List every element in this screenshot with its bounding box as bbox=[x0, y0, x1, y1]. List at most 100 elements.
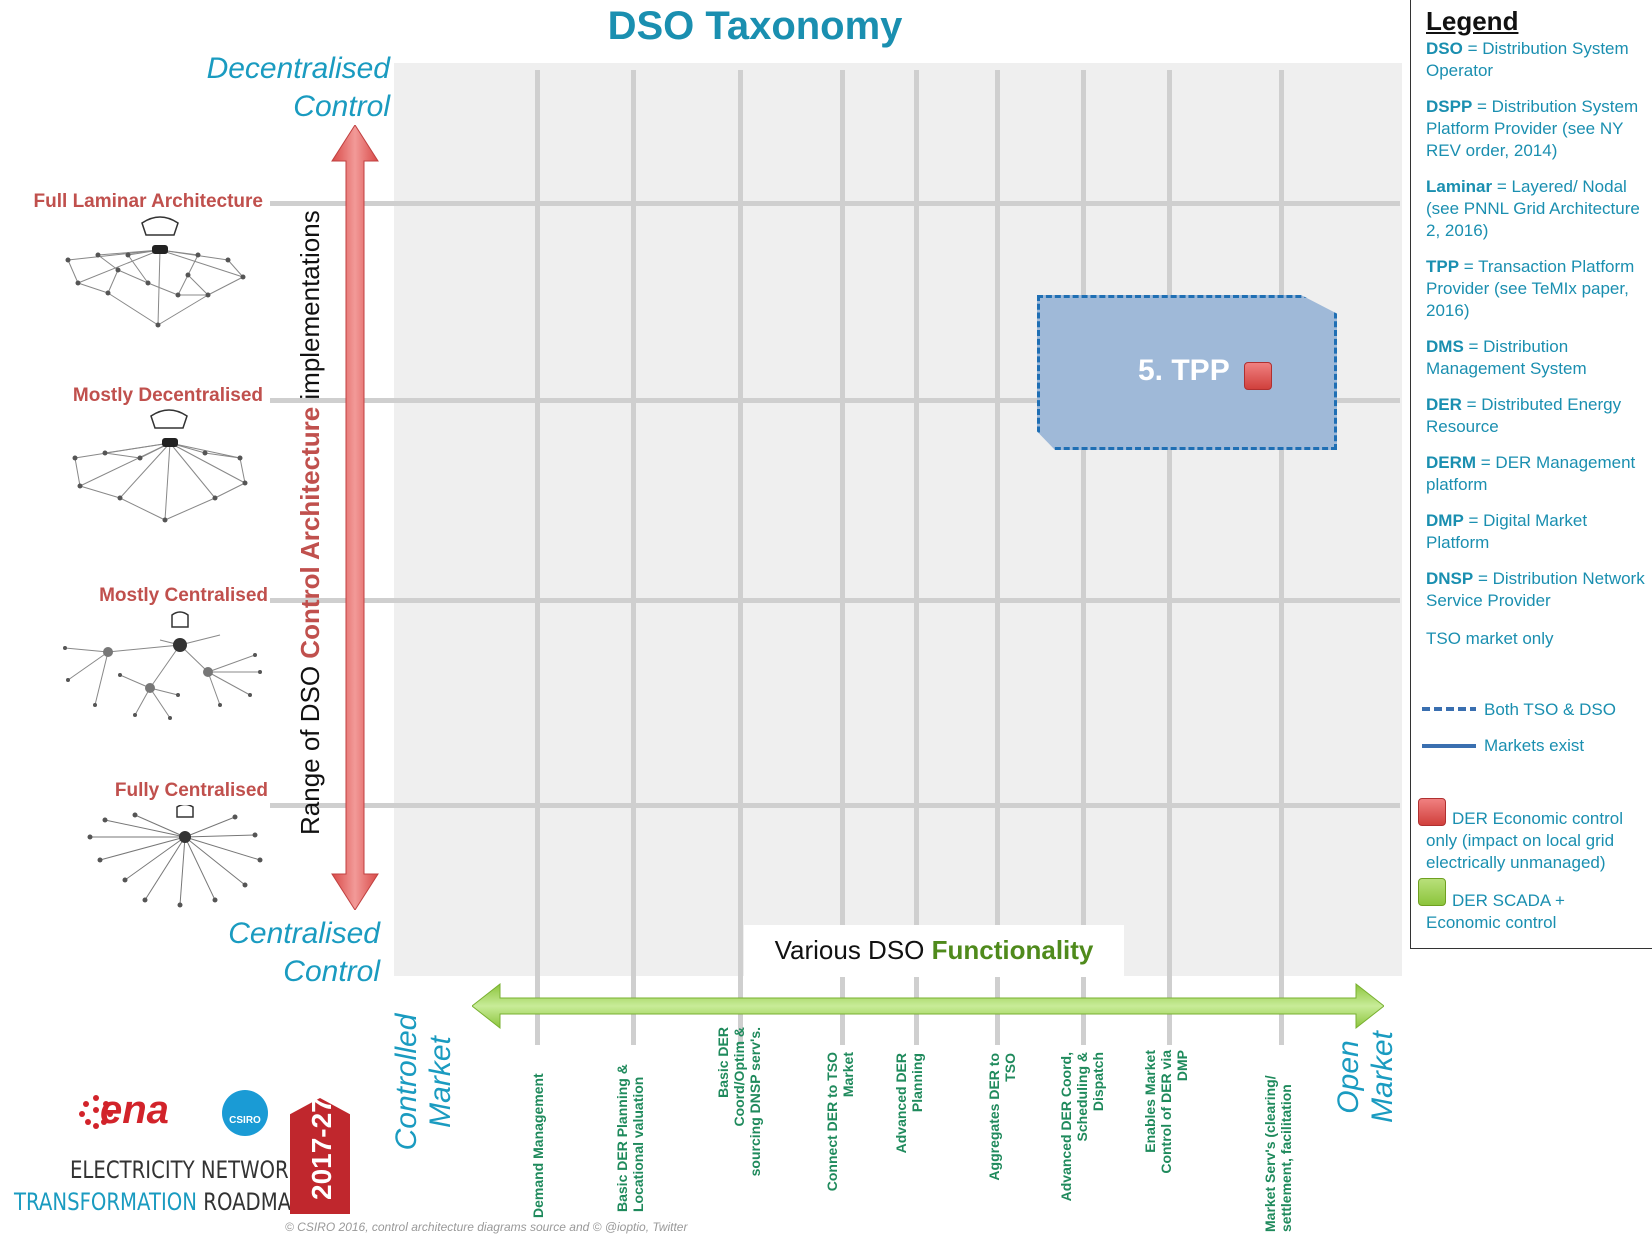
func-label-connect-der-tso: Connect DER to TSO Market bbox=[824, 1052, 856, 1212]
years-text: 2017-27 bbox=[306, 1097, 337, 1200]
grid-line-v bbox=[738, 70, 743, 1045]
legend-term: DMP bbox=[1426, 511, 1464, 530]
legend-def: = DER Management platform bbox=[1426, 453, 1636, 494]
row-label-mostly-centralised: Mostly Centralised bbox=[99, 585, 268, 606]
func-label-basic-der-coord: Basic DER Coord/Optim & sourcing DNSP se… bbox=[715, 1027, 763, 1212]
row-label-full-laminar: Full Laminar Architecture bbox=[33, 191, 263, 212]
grid-line-v bbox=[1279, 70, 1284, 1045]
control-text: Control bbox=[283, 955, 380, 988]
grid-line-v bbox=[631, 70, 636, 1045]
legend-entry-tpp: TPP = Transaction Platform Provider (see… bbox=[1426, 256, 1652, 322]
tpp-scenario-label: 5. TPP bbox=[1138, 354, 1230, 387]
grid-line-h bbox=[270, 803, 1400, 808]
market-text: Market bbox=[1366, 1031, 1399, 1123]
y-axis-title-highlight: Control Architecture bbox=[295, 406, 325, 659]
legend-red-desc: DER Economic control only (impact on loc… bbox=[1426, 809, 1624, 872]
fully-centralised-network-icon bbox=[87, 805, 263, 908]
legend-entry-dnsp: DNSP = Distribution Network Service Prov… bbox=[1426, 568, 1652, 612]
func-label-line: DMP bbox=[1174, 1050, 1190, 1082]
func-label-line: Planning bbox=[909, 1053, 925, 1113]
controlled-text: Controlled bbox=[390, 1013, 423, 1151]
legend-term: TPP bbox=[1426, 257, 1460, 276]
controlled-market-label: Controlled Market bbox=[390, 1002, 458, 1162]
centralised-text: Centralised bbox=[228, 917, 380, 950]
ena-logo-icon bbox=[79, 1095, 113, 1129]
legend-both-tso-dso: Both TSO & DSO bbox=[1484, 700, 1616, 719]
legend-term: DNSP bbox=[1426, 569, 1474, 588]
x-axis-title-prefix: Various DSO bbox=[774, 935, 932, 965]
y-axis-title-suffix: implementations bbox=[295, 210, 325, 407]
func-label-basic-der-planning: Basic DER Planning & Locational valuatio… bbox=[614, 1064, 646, 1212]
legend-panel bbox=[1410, 0, 1652, 949]
legend-term: Laminar bbox=[1426, 177, 1493, 196]
grid-line-v bbox=[840, 70, 845, 1045]
y-axis-title-prefix: Range of DSO bbox=[295, 658, 325, 835]
roadmap-line-1: ELECTRICITY NETWORK bbox=[70, 1156, 302, 1184]
control-text: Control bbox=[293, 90, 390, 123]
laminar-network-icon bbox=[65, 216, 246, 328]
legend-markets-exist: Markets exist bbox=[1484, 736, 1585, 755]
legend-def: = Layered/ Nodal (see PNNL Grid Architec… bbox=[1426, 177, 1640, 240]
roadmap-word-roadmap: ROADMAP bbox=[197, 1188, 304, 1216]
legend-term: DSPP bbox=[1426, 97, 1473, 116]
open-text: Open bbox=[1332, 1040, 1365, 1114]
decentralised-text: Decentralised bbox=[206, 52, 390, 85]
func-label-line: TSO bbox=[1002, 1053, 1018, 1082]
mostly-centralised-network-icon bbox=[63, 611, 262, 720]
legend-def: = Digital Market Platform bbox=[1426, 511, 1588, 552]
y-axis-title: Range of DSO Control Architecture implem… bbox=[295, 210, 326, 835]
legend-entry-dms: DMS = Distribution Management System bbox=[1426, 336, 1652, 380]
grid-line-v bbox=[914, 70, 919, 1045]
func-label-market-services: Market Serv's (clearing/ settlement, fac… bbox=[1262, 1075, 1294, 1232]
grid-line-h bbox=[270, 201, 1400, 206]
dashed-line-icon bbox=[1422, 707, 1476, 711]
market-text: Market bbox=[424, 1036, 457, 1128]
green-square-icon bbox=[1418, 878, 1446, 906]
func-label-line: Connect DER to TSO bbox=[824, 1052, 840, 1192]
legend-def: = Transaction Platform Provider (see TeM… bbox=[1426, 257, 1635, 320]
func-label-line: Market bbox=[840, 1052, 856, 1098]
ena-logo-text: ena bbox=[100, 1088, 169, 1132]
legend-term: DMS bbox=[1426, 337, 1464, 356]
der-economic-control-marker bbox=[1244, 362, 1272, 390]
legend-def: = Distributed Energy Resource bbox=[1426, 395, 1622, 436]
func-label-line: Advanced DER Coord, bbox=[1058, 1052, 1074, 1202]
row-label-fully-centralised: Fully Centralised bbox=[114, 780, 268, 801]
legend-def: = Distribution System Operator bbox=[1426, 39, 1629, 80]
legend-def: = Distribution Management System bbox=[1426, 337, 1587, 378]
legend-entry-dmp: DMP = Digital Market Platform bbox=[1426, 510, 1652, 554]
grid-line-v bbox=[995, 70, 1000, 1045]
legend-def: = Distribution System Platform Provider … bbox=[1426, 97, 1639, 160]
legend-term: DERM bbox=[1426, 453, 1477, 472]
x-axis-title-highlight: Functionality bbox=[931, 935, 1094, 965]
legend-def: = Distribution Network Service Provider bbox=[1426, 569, 1645, 610]
func-label-line: Basic DER bbox=[715, 1027, 731, 1098]
grid-line-v bbox=[535, 70, 540, 1045]
func-label-demand-management: Demand Management bbox=[530, 1073, 546, 1218]
horizontal-double-arrow bbox=[472, 982, 1384, 1030]
grid-line-v bbox=[1167, 70, 1172, 1045]
func-label-line: sourcing DNSP serv's. bbox=[747, 1027, 763, 1177]
func-label-line: Coord/Optim & bbox=[731, 1027, 747, 1127]
func-label-line: Enables Market bbox=[1142, 1050, 1158, 1153]
func-label-line: Basic DER Planning & bbox=[614, 1064, 630, 1212]
roadmap-line-2: TRANSFORMATION ROADMAP bbox=[14, 1188, 303, 1216]
solid-line-icon bbox=[1422, 744, 1476, 748]
vertical-double-arrow bbox=[331, 125, 379, 910]
legend-entry-dspp: DSPP = Distribution System Platform Prov… bbox=[1426, 96, 1652, 162]
legend-entry-derm: DERM = DER Management platform bbox=[1426, 452, 1652, 496]
func-label-line: Demand Management bbox=[530, 1073, 546, 1218]
red-square-icon bbox=[1418, 798, 1446, 826]
func-label-line: Scheduling & bbox=[1074, 1052, 1090, 1142]
legend-term: DER bbox=[1426, 395, 1462, 414]
grid-line-h bbox=[270, 398, 1400, 403]
csiro-logo: CSIRO bbox=[222, 1090, 268, 1136]
tpp-scenario-box bbox=[1037, 295, 1337, 450]
row-label-mostly-decentralised: Mostly Decentralised bbox=[72, 385, 263, 406]
func-label-advanced-der-planning: Advanced DER Planning bbox=[893, 1053, 925, 1168]
grid-line-v bbox=[1081, 70, 1086, 1045]
legend-entry-laminar: Laminar = Layered/ Nodal (see PNNL Grid … bbox=[1426, 176, 1652, 242]
func-label-line: Market Serv's (clearing/ bbox=[1262, 1075, 1278, 1232]
legend-term: DSO bbox=[1426, 39, 1463, 58]
legend-tso-only: TSO market only bbox=[1426, 629, 1554, 648]
